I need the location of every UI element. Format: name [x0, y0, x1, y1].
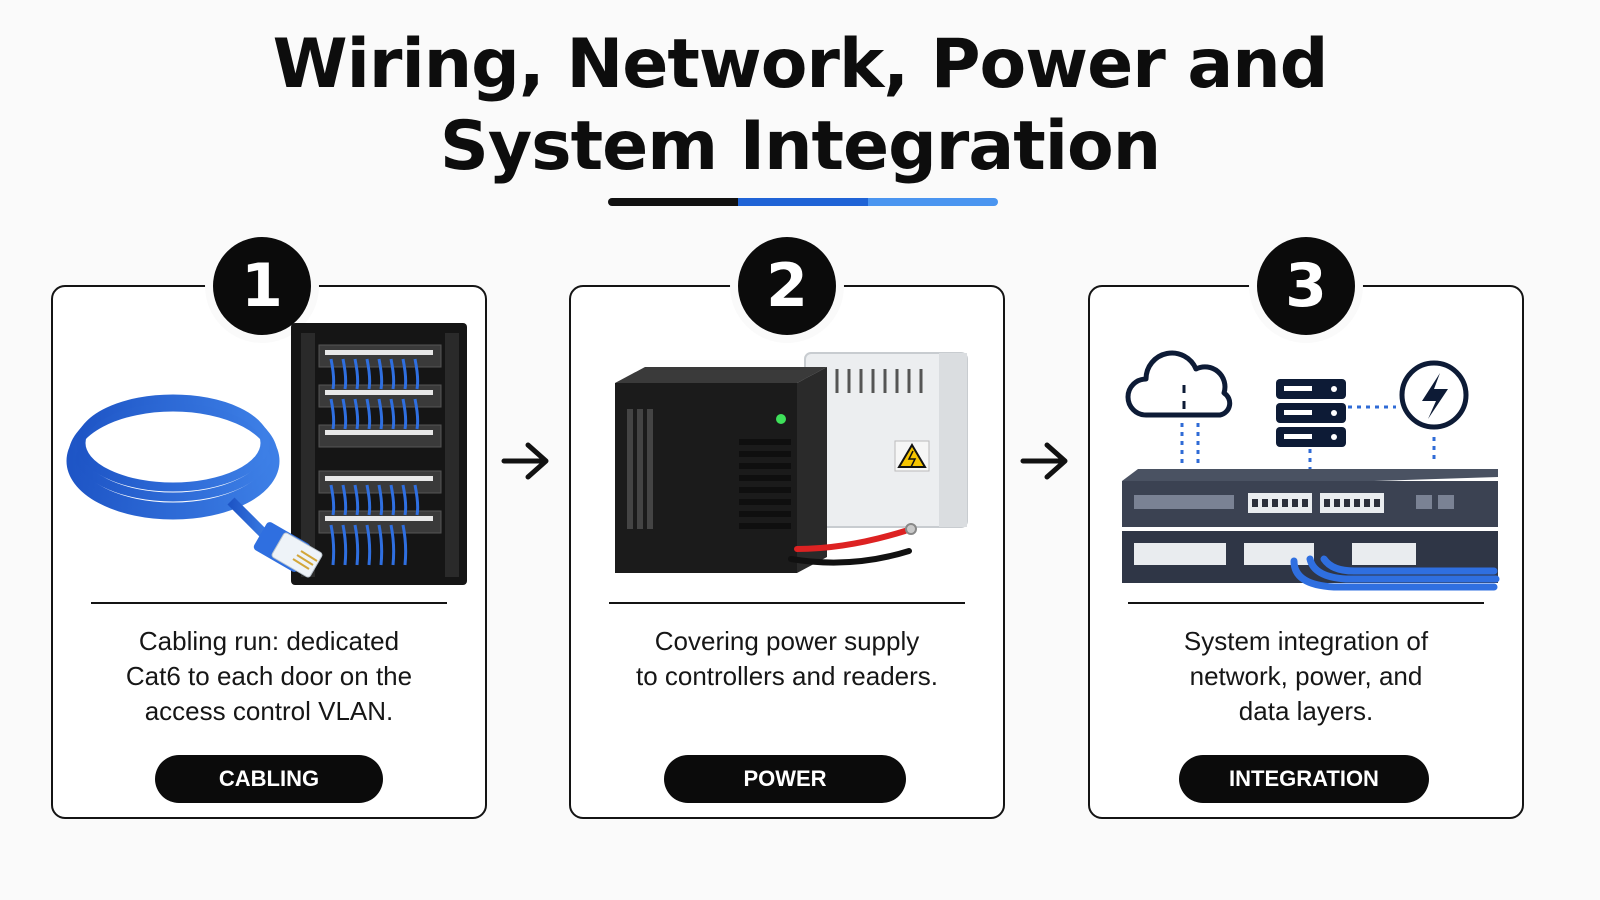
step-number-badge: 3 [1257, 237, 1355, 335]
cat6-cable-coil-icon [66, 394, 280, 545]
description-line: Covering power supply [654, 626, 920, 656]
underline-segment-light-blue [868, 198, 998, 206]
step-card-integration: 3 [1088, 237, 1524, 819]
step-number-badge: 1 [213, 237, 311, 335]
power-supply-enclosure-icon [804, 352, 968, 528]
underline-segment-black [608, 198, 738, 206]
description-line: to controllers and readers. [635, 661, 939, 691]
title-line-1: Wiring, Network, Power and [272, 25, 1329, 104]
underline-segment-blue [738, 198, 868, 206]
description-line: Cabling run: dedicated [138, 626, 400, 656]
description-line: Cat6 to each door on the [125, 661, 413, 691]
arrow-right-icon [501, 442, 549, 480]
ethernet-cables-icon [1290, 555, 1500, 591]
cable-and-patch-panel-icon [66, 323, 467, 585]
description-line: network, power, and [1189, 661, 1423, 691]
step-card-cabling: 1 [51, 237, 487, 819]
description-line: data layers. [1238, 696, 1374, 726]
warning-icon [897, 443, 927, 468]
cloud-icon [1125, 350, 1233, 418]
power-cables-icon [788, 523, 917, 566]
lightning-bolt-icon [1399, 360, 1469, 430]
cabling-button[interactable]: CABLING [155, 755, 383, 803]
step-description: System integration of network, power, an… [1126, 624, 1486, 729]
step-description: Covering power supply to controllers and… [607, 624, 967, 694]
status-led-icon [776, 414, 786, 424]
page-title: Wiring, Network, Power and System Integr… [0, 24, 1600, 188]
card-divider [609, 602, 965, 604]
title-line-2: System Integration [439, 107, 1161, 186]
server-rack-icon [291, 323, 467, 585]
rj45-connector-icon [253, 522, 323, 578]
power-supply-units-icon [615, 352, 968, 573]
integration-button[interactable]: INTEGRATION [1179, 755, 1429, 803]
title-underline [608, 198, 998, 206]
step-card-power: 2 [569, 237, 1005, 819]
card-divider [91, 602, 447, 604]
description-line: access control VLAN. [144, 696, 394, 726]
server-stack-icon [1276, 379, 1346, 447]
step-description: Cabling run: dedicated Cat6 to each door… [89, 624, 449, 729]
network-switch-integration-icon [1122, 350, 1500, 591]
ups-unit-icon [615, 367, 827, 573]
step-number-badge: 2 [738, 237, 836, 335]
description-line: System integration of [1183, 626, 1429, 656]
arrow-right-icon [1020, 442, 1068, 480]
power-button[interactable]: POWER [664, 755, 906, 803]
card-divider [1128, 602, 1484, 604]
